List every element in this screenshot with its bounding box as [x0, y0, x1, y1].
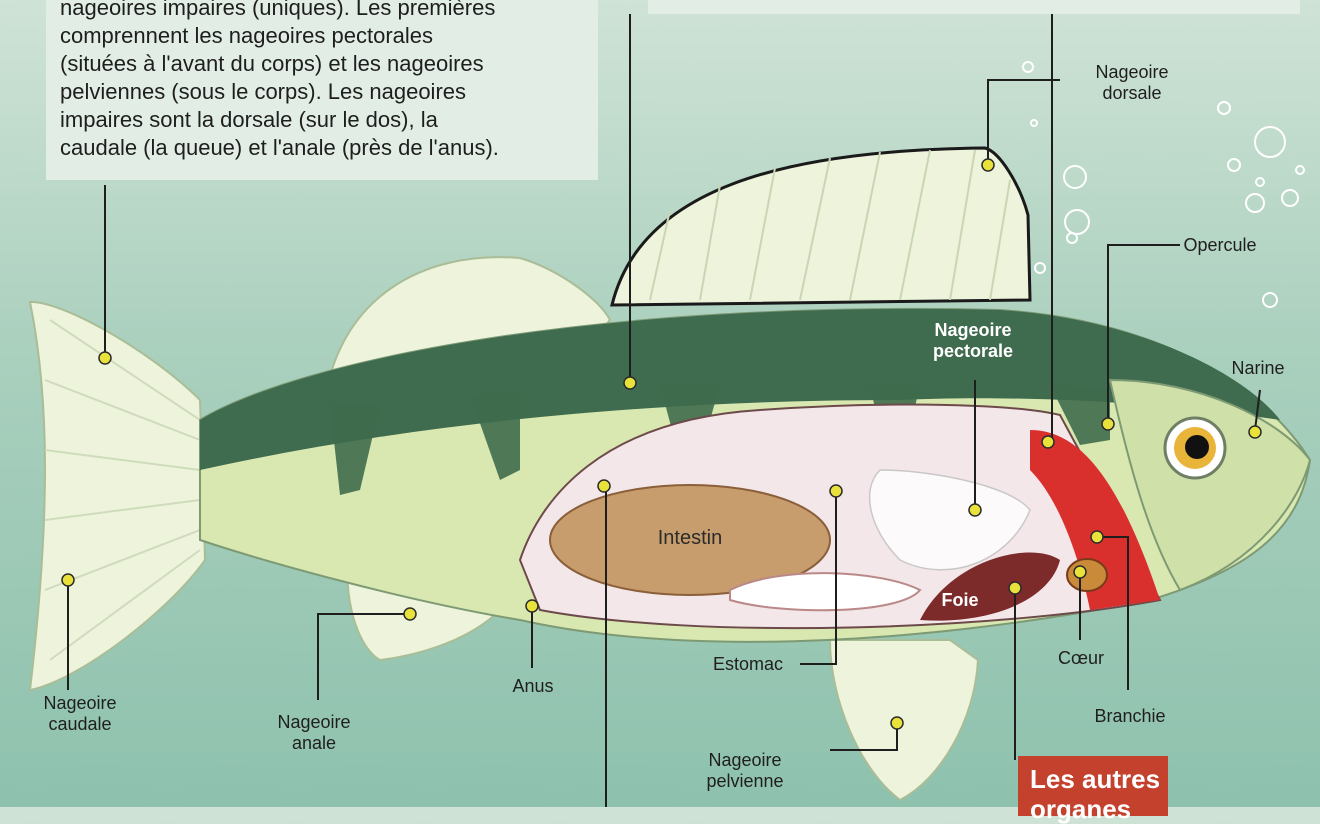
fish-anatomy-diagram: [0, 0, 1320, 807]
label-coeur: Cœur: [1048, 648, 1114, 669]
label-narine: Narine: [1218, 358, 1298, 379]
label-opercule: Opercule: [1172, 235, 1268, 256]
label-nageoire-caudale: Nageoire caudale: [30, 693, 130, 735]
label-estomac: Estomac: [700, 654, 796, 675]
callout-autres-organes: Les autres organes: [1018, 756, 1168, 816]
label-nageoire-pectorale: Nageoire pectorale: [918, 320, 1028, 362]
label-anus: Anus: [500, 676, 566, 697]
pupil: [1185, 435, 1209, 459]
label-branchie: Branchie: [1080, 706, 1180, 727]
pelvic-fin: [830, 640, 978, 800]
heart: [1067, 559, 1107, 591]
label-nageoire-anale: Nageoire anale: [264, 712, 364, 754]
label-nageoire-pelvienne: Nageoire pelvienne: [690, 750, 800, 792]
label-foie: Foie: [930, 590, 990, 611]
caudal-fin: [30, 302, 205, 690]
dorsal-fin-spiny: [612, 148, 1030, 305]
label-intestin: Intestin: [630, 528, 750, 549]
label-nageoire-dorsale: Nageoire dorsale: [1072, 62, 1192, 104]
